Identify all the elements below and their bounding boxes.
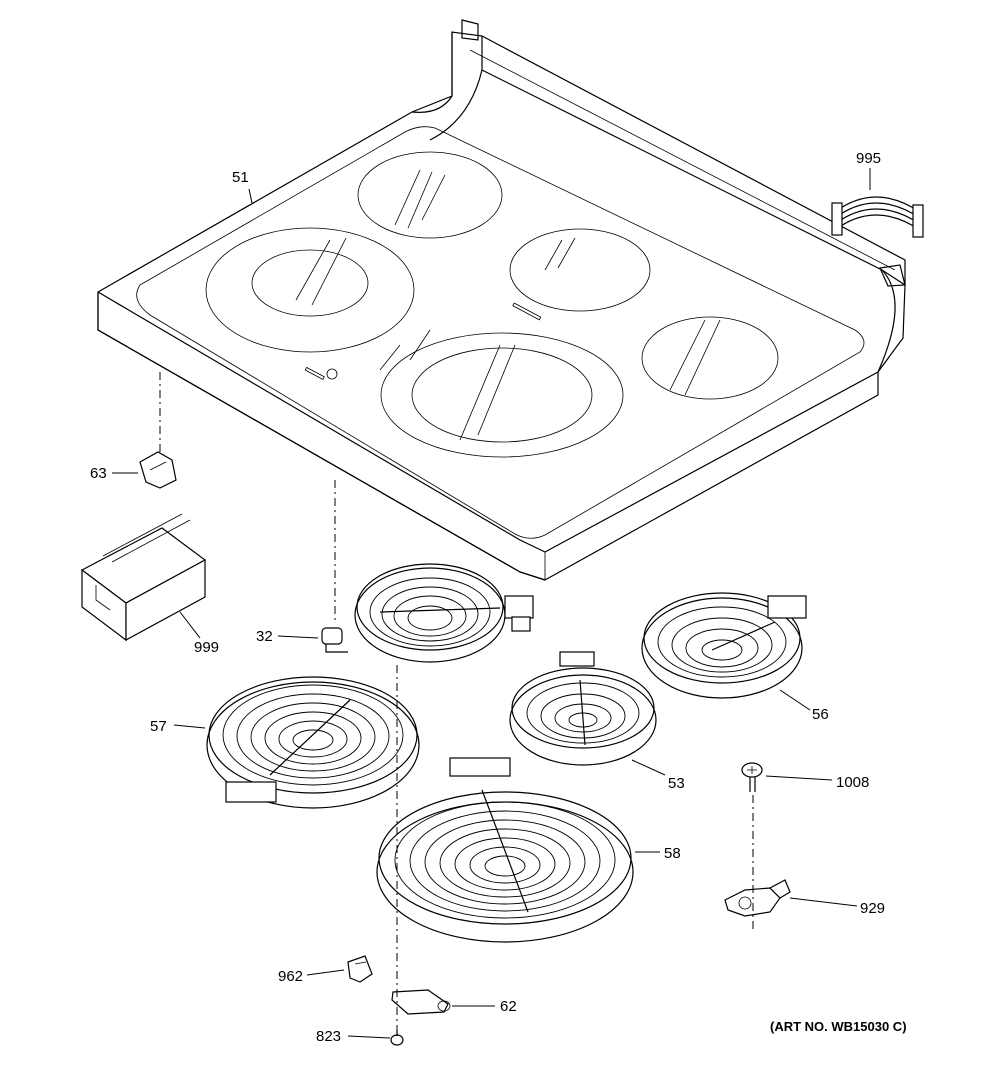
screw-icon xyxy=(390,1030,404,1046)
surface-element-icon xyxy=(206,676,420,809)
wire-harness-icon xyxy=(831,196,924,238)
sensor-icon xyxy=(321,627,348,653)
clip-icon xyxy=(139,451,177,489)
box-icon xyxy=(80,513,207,642)
surface-element-icon xyxy=(641,592,807,699)
part-label-823: 823 xyxy=(316,1028,341,1045)
part-label-1008: 1008 xyxy=(836,774,869,791)
part-label-53: 53 xyxy=(668,775,685,792)
art-number: (ART NO. WB15030 C) xyxy=(770,1019,907,1034)
clip-icon xyxy=(347,955,373,983)
part-label-999: 999 xyxy=(194,639,219,656)
part-label-32: 32 xyxy=(256,628,273,645)
cooktop-glass-icon xyxy=(97,19,906,581)
surface-element-icon xyxy=(376,757,634,943)
part-label-51: 51 xyxy=(232,169,249,186)
surface-element-icon xyxy=(354,563,534,663)
part-label-58: 58 xyxy=(664,845,681,862)
part-label-57: 57 xyxy=(150,718,167,735)
part-label-962: 962 xyxy=(278,968,303,985)
surface-element-icon xyxy=(509,651,657,766)
part-label-929: 929 xyxy=(860,900,885,917)
part-label-62: 62 xyxy=(500,998,517,1015)
part-label-995: 995 xyxy=(856,150,881,167)
screw-icon xyxy=(741,762,763,792)
bracket-icon xyxy=(391,989,451,1015)
part-label-56: 56 xyxy=(812,706,829,723)
bracket-icon xyxy=(724,879,791,917)
part-label-63: 63 xyxy=(90,465,107,482)
